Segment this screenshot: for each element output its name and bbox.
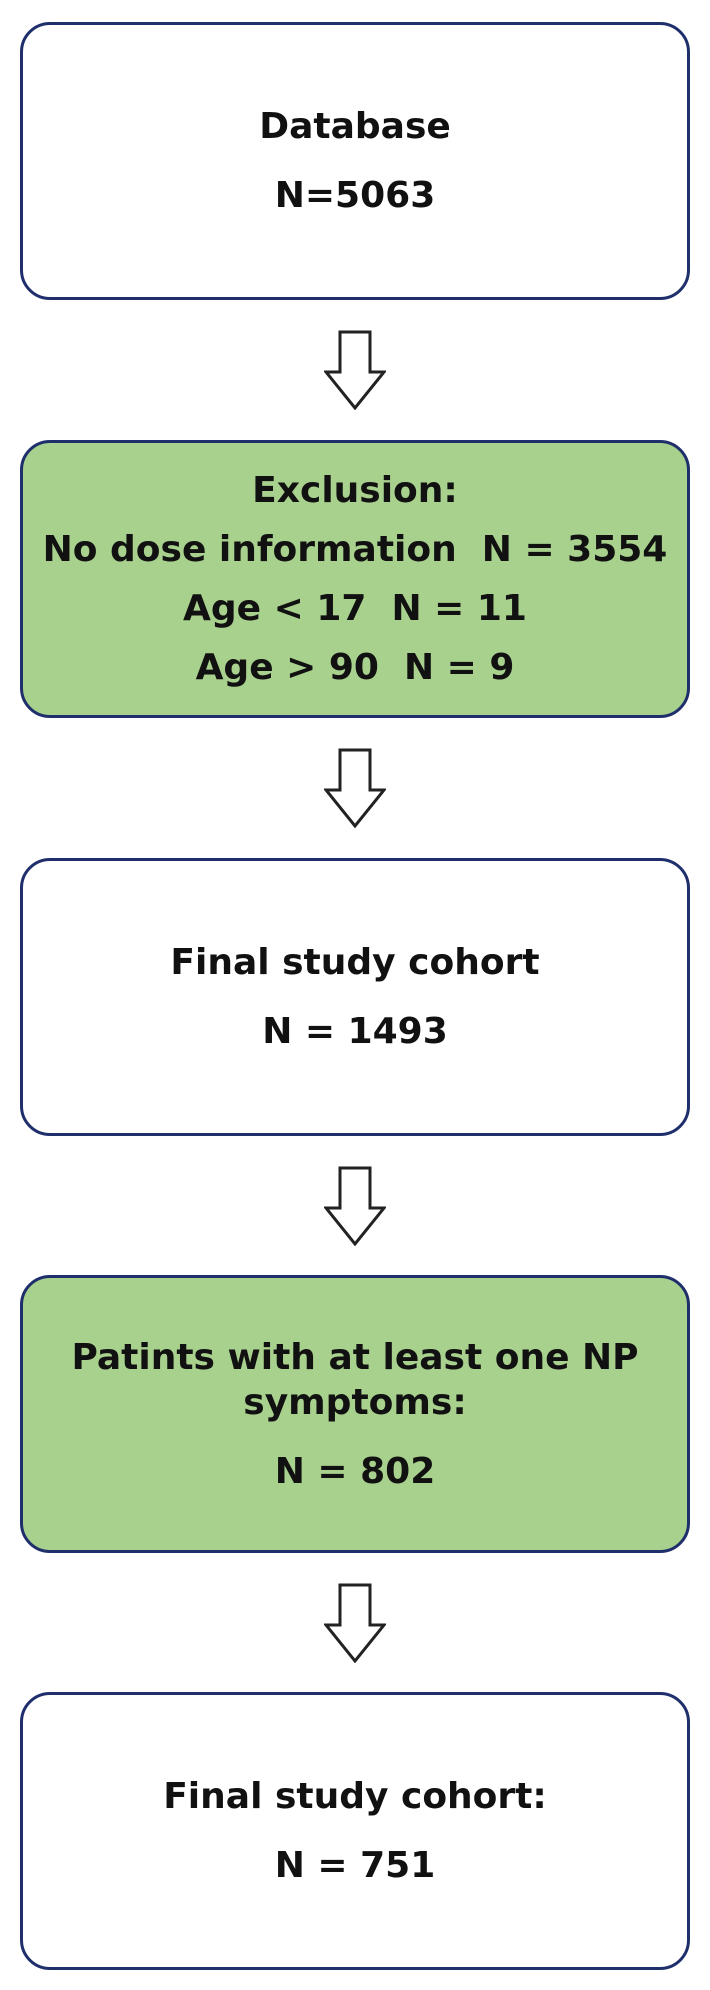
exclusion-age-over: Age > 90 N = 9 — [195, 647, 515, 688]
down-arrow-icon — [324, 330, 386, 410]
exclusion-title: Exclusion: — [252, 470, 458, 511]
np-symptoms-label-line1: Patints with at least one NP — [71, 1336, 639, 1378]
final-cohort-751-box: Final study cohort: N = 751 — [20, 1692, 690, 1970]
exclusion-age-under: Age < 17 N = 11 — [183, 588, 527, 629]
down-arrow-icon — [324, 748, 386, 828]
database-box: Database N=5063 — [20, 22, 690, 300]
exclusion-box: Exclusion: No dose information N = 3554 … — [20, 440, 690, 718]
np-symptoms-box: Patints with at least one NP symptoms: N… — [20, 1275, 690, 1553]
database-count: N=5063 — [274, 175, 436, 216]
final-cohort-label: Final study cohort — [170, 942, 540, 983]
exclusion-no-dose: No dose information N = 3554 — [42, 529, 668, 570]
np-symptoms-count: N = 802 — [274, 1450, 436, 1492]
down-arrow-icon — [324, 1166, 386, 1246]
final-cohort-751-label: Final study cohort: — [163, 1776, 547, 1817]
down-arrow-icon — [324, 1583, 386, 1663]
final-cohort-751-count: N = 751 — [274, 1845, 436, 1886]
np-symptoms-label-line2: symptoms: — [243, 1381, 467, 1423]
database-label: Database — [259, 106, 451, 147]
final-cohort-box: Final study cohort N = 1493 — [20, 858, 690, 1136]
final-cohort-count: N = 1493 — [262, 1011, 448, 1052]
